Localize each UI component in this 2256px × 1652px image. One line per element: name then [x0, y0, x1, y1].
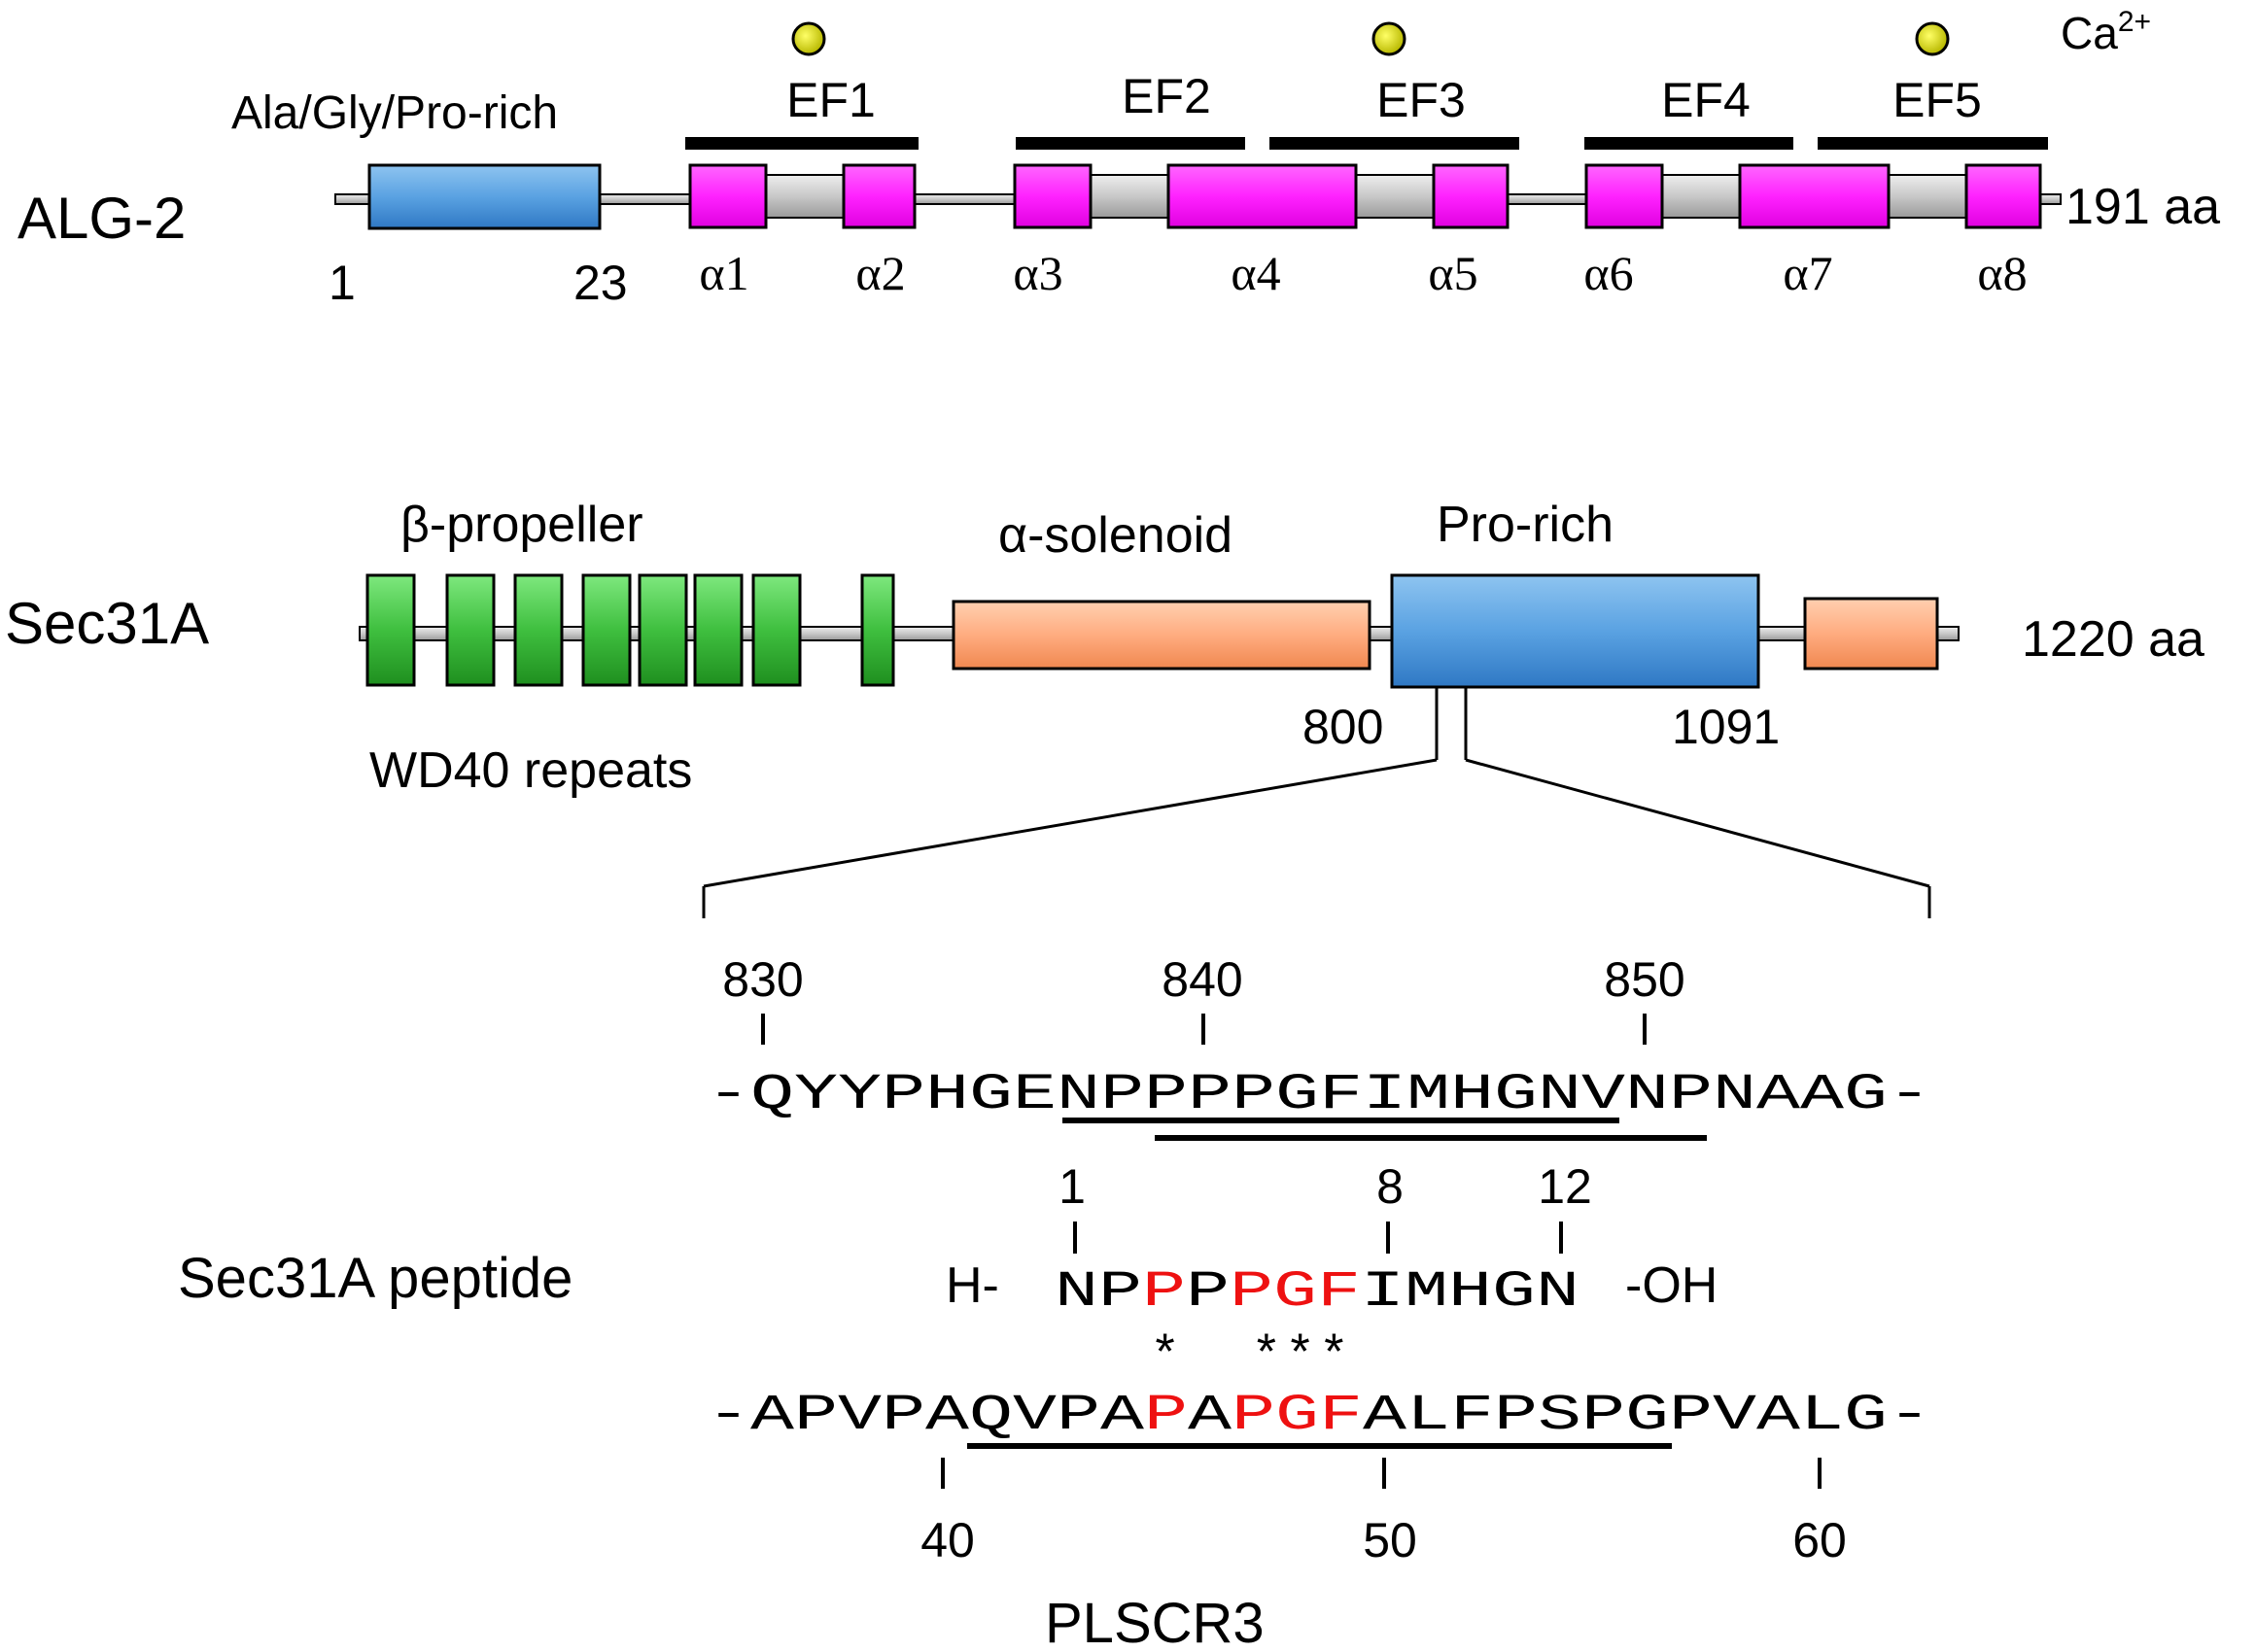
plscr3-number-40: 40 — [920, 1513, 975, 1567]
ef3-label: EF3 — [1376, 73, 1466, 127]
alg2-loop — [765, 174, 845, 219]
seq-number-850: 850 — [1604, 952, 1684, 1007]
alg2-loop — [1090, 174, 1169, 219]
seq-tick-marks — [761, 1014, 1647, 1045]
ef4-bar — [1584, 137, 1793, 150]
alg2-diagram: Ca2+ Ala/Gly/Pro-rich EF1 EF2 EF3 EF4 EF… — [17, 6, 2220, 310]
helix-label: α6 — [1583, 246, 1633, 300]
wd40-repeat — [638, 573, 688, 687]
alg2-helix-6 — [1584, 163, 1664, 229]
alg2-loop — [1355, 174, 1435, 219]
alpha-solenoid-label: α-solenoid — [998, 507, 1232, 564]
ef1-label: EF1 — [786, 73, 876, 127]
pro-rich-start: 800 — [1302, 700, 1383, 754]
pro-rich-label: Pro-rich — [1437, 497, 1614, 553]
c-terminal-domain — [1803, 597, 1939, 671]
helix-label: α3 — [1013, 246, 1062, 300]
peptide-number-12: 12 — [1538, 1159, 1592, 1214]
ef2-label: EF2 — [1122, 69, 1211, 123]
wd40-repeat — [751, 573, 802, 687]
peptide-n-term: H- — [946, 1257, 999, 1314]
alg2-helix-1 — [688, 163, 768, 229]
ef5-bar — [1818, 137, 2048, 150]
alg2-helix-2 — [842, 163, 917, 229]
alg2-helix-7 — [1738, 163, 1891, 229]
wd40-repeat — [693, 573, 744, 687]
alg2-helix-8 — [1964, 163, 2042, 229]
alg2-loop — [1661, 174, 1741, 219]
pro-rich-end: 1091 — [1672, 700, 1780, 754]
alg2-helix-4 — [1166, 163, 1358, 229]
calcium-ion-icon — [1915, 21, 1950, 56]
alg2-length: 191 aa — [2065, 179, 2220, 235]
helix-label: α5 — [1428, 246, 1477, 300]
sec31a-name: Sec31A — [5, 591, 209, 656]
alg2-loop — [1888, 174, 1967, 219]
wd40-label: WD40 repeats — [369, 742, 692, 799]
alg2-ala-gly-pro-domain — [367, 163, 602, 230]
helix-label: α4 — [1231, 246, 1280, 300]
peptide-c-term: -OH — [1625, 1257, 1718, 1314]
alg2-helix-5 — [1432, 163, 1510, 229]
peptide-number-1: 1 — [1059, 1159, 1086, 1214]
wd40-repeat — [445, 573, 496, 687]
alg2-name: ALG-2 — [17, 186, 186, 251]
peptide-label: Sec31A peptide — [178, 1247, 573, 1310]
ion-label: Ca2+ — [2061, 6, 2151, 58]
helix-label: α7 — [1783, 246, 1832, 300]
alg2-end-pos: 23 — [573, 256, 628, 310]
ef3-bar — [1269, 137, 1519, 150]
wd40-repeat — [860, 573, 895, 687]
ef1-bar — [685, 137, 919, 150]
helix-label: α1 — [699, 246, 748, 300]
underline-2 — [1155, 1135, 1707, 1141]
helix-label: α2 — [855, 246, 905, 300]
alg2-region-label: Ala/Gly/Pro-rich — [231, 87, 558, 139]
peptide-tick-marks — [1073, 1222, 1563, 1254]
peptide-number-8: 8 — [1376, 1159, 1404, 1214]
sec31a-diagram: β-propeller α-solenoid Pro-rich Sec31A 1… — [5, 497, 2204, 918]
wd40-repeat — [581, 573, 632, 687]
helix-label: α8 — [1977, 246, 2027, 300]
plscr3-number-50: 50 — [1363, 1513, 1417, 1567]
calcium-ion-icon — [1371, 21, 1406, 56]
pro-rich-domain — [1390, 573, 1760, 689]
wd40-repeat — [513, 573, 564, 687]
seq-number-840: 840 — [1162, 952, 1242, 1007]
alg2-helix-3 — [1013, 163, 1093, 229]
zoom-lines — [702, 688, 1931, 918]
plscr3-number-60: 60 — [1792, 1513, 1847, 1567]
plscr3-tick-marks — [941, 1458, 1822, 1489]
identity-stars: * *** — [1150, 1328, 1349, 1386]
ef5-label: EF5 — [1892, 73, 1982, 127]
alg2-start-pos: 1 — [329, 256, 356, 310]
sec31a-sequence: -QYYPHGENPPPPGFIMHGNVNPNAAG- — [707, 1066, 1931, 1123]
wd40-repeat — [365, 573, 416, 687]
plscr3-underline — [967, 1443, 1672, 1449]
sequence-region: 830 840 850 -QYYPHGENPPPPGFIMHGNVNPNAAG-… — [178, 952, 1931, 1652]
plscr3-name: PLSCR3 — [1045, 1592, 1265, 1652]
ef2-bar — [1016, 137, 1245, 150]
underline-1 — [1062, 1118, 1619, 1123]
sec31a-length: 1220 aa — [2022, 611, 2204, 668]
ef4-label: EF4 — [1661, 73, 1751, 127]
alpha-solenoid-domain — [952, 600, 1371, 671]
beta-propeller-label: β-propeller — [400, 497, 643, 553]
calcium-ion-icon — [791, 21, 826, 56]
seq-number-830: 830 — [722, 952, 803, 1007]
